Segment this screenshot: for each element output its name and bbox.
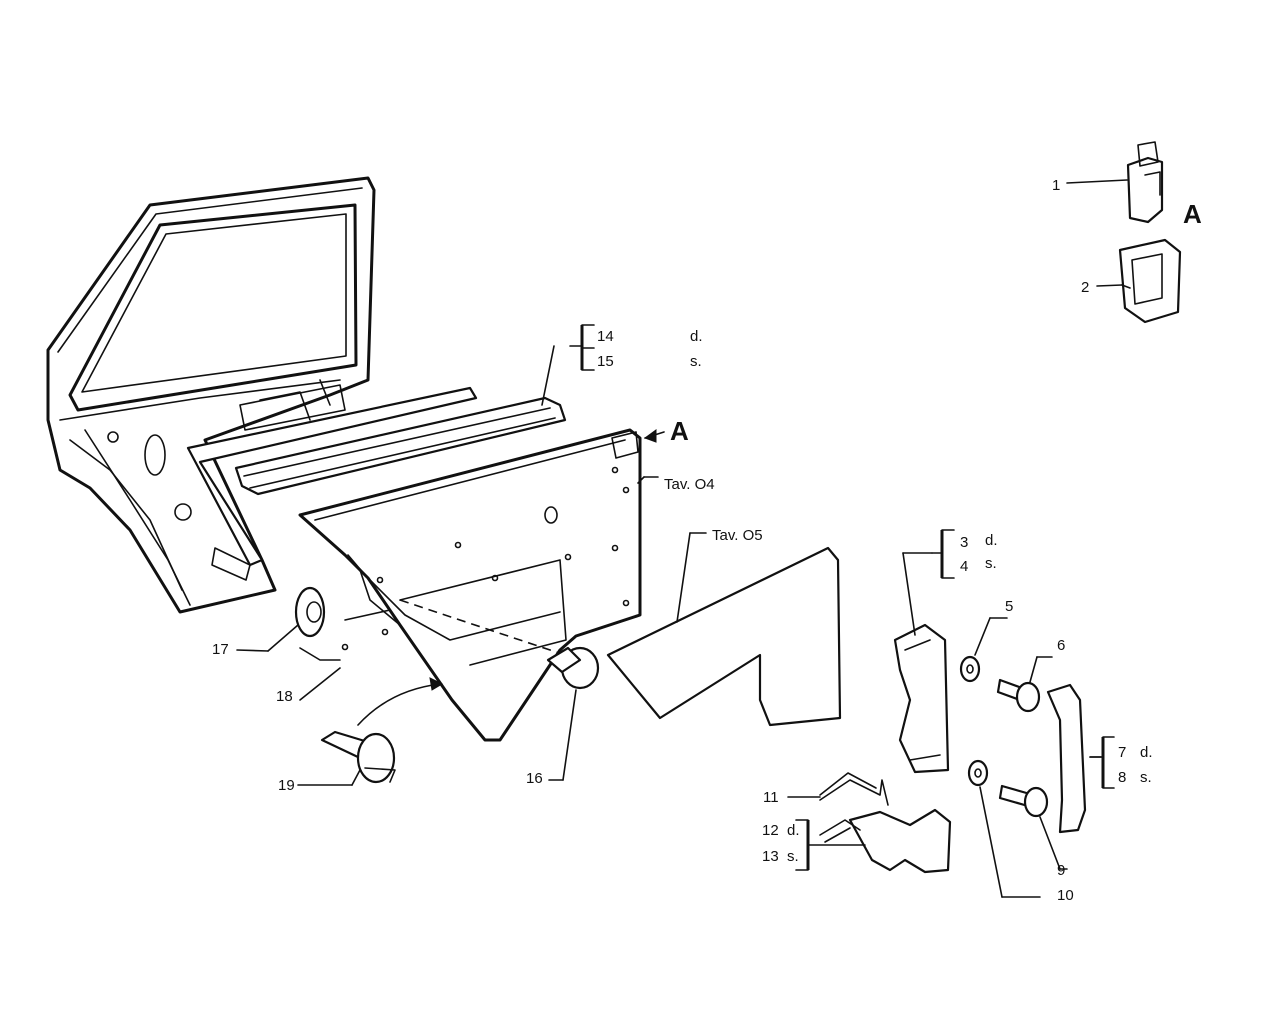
rod-part-11 [819,772,889,806]
switch-frame-part-2 [1118,238,1182,324]
clip-part-16 [546,646,600,690]
label-13-side: s. [787,848,799,865]
label-4: 4 [960,558,968,575]
lever-part-12-13 [819,808,952,874]
label-10: 10 [1057,887,1074,904]
insulation-sheet [606,546,842,727]
label-6: 6 [1057,637,1065,654]
label-15-side: s. [690,353,702,370]
label-8: 8 [1118,769,1126,786]
trim-strip-7-8 [1046,683,1087,834]
switch-part-1 [1126,141,1164,224]
label-17: 17 [212,641,229,658]
label-3: 3 [960,534,968,551]
strip-part-18 [299,647,341,661]
label-14: 14 [597,328,614,345]
ref-tav-04: Tav. O4 [664,476,715,493]
label-8-side: s. [1140,769,1152,786]
ref-tav-05: Tav. O5 [712,527,763,544]
label-4-side: s. [985,555,997,572]
label-19: 19 [278,777,295,794]
label-12-side: d. [787,822,800,839]
assembly-arrow [357,677,444,726]
weatherstrip-14-15 [186,386,567,567]
label-11: 11 [763,789,779,806]
washer-5 [959,655,981,683]
label-7: 7 [1118,744,1126,761]
label-9: 9 [1057,862,1065,879]
screw-6 [996,678,1041,713]
label-13: 13 [762,848,779,865]
label-7-side: d. [1140,744,1153,761]
label-5: 5 [1005,598,1013,615]
detail-marker-a-top: A [1183,199,1202,229]
detail-marker-a-panel: A [670,416,689,446]
washer-10 [967,759,989,787]
label-1: 1 [1052,177,1060,194]
label-14-side: d. [690,328,703,345]
screw-9 [998,784,1049,818]
label-3-side: d. [985,532,998,549]
door-trim-panel [298,428,642,742]
label-2: 2 [1081,279,1089,296]
clip-part-19 [320,730,396,784]
clip-part-17 [294,586,326,638]
part-labels: 1 2 3 4 5 6 7 8 9 10 11 12 13 14 15 16 1… [212,177,1202,904]
label-18: 18 [276,688,293,705]
door-shell [46,176,376,614]
label-16: 16 [526,770,543,787]
handle-part-3-4 [893,623,950,774]
brackets [569,324,1115,871]
label-15: 15 [597,353,614,370]
label-12: 12 [762,822,779,839]
